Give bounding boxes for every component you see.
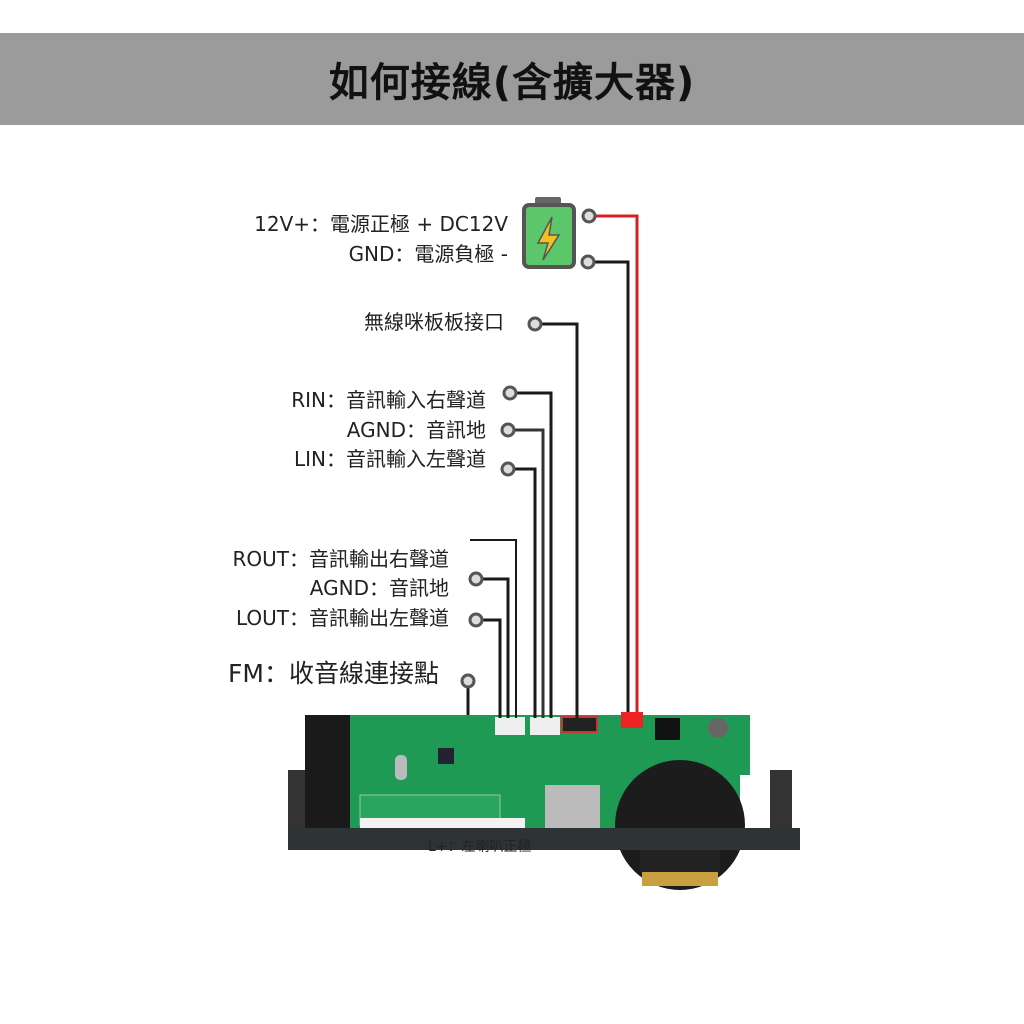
label-rout: ROUT：音訊輸出右聲道	[232, 547, 450, 571]
label-mic-interface: 無線咪板板接口	[364, 310, 504, 334]
label-agnd-out: AGND：音訊地	[309, 576, 449, 600]
label-rin: RIN：音訊輸入右聲道	[291, 388, 486, 412]
label-power-positive: 12V+：電源正極 + DC12V	[254, 212, 508, 236]
label-power-negative: GND：電源負極 -	[348, 242, 508, 266]
label-lout: LOUT：音訊輸出左聲道	[235, 606, 449, 630]
pcb-board	[288, 712, 800, 890]
battery-icon	[522, 197, 576, 269]
label-agnd-in: AGND：音訊地	[346, 418, 486, 442]
page-title: 如何接線(含擴大器)	[328, 60, 696, 106]
label-lin: LIN：音訊輸入左聲道	[293, 447, 486, 471]
wires	[466, 214, 639, 718]
label-left-speaker-positive: L+：左喇叭正極	[428, 839, 532, 855]
title-bar: 如何接線(含擴大器)	[0, 33, 1024, 125]
terminal-icons	[460, 208, 597, 689]
label-fm: FM：收音線連接點	[228, 659, 439, 688]
